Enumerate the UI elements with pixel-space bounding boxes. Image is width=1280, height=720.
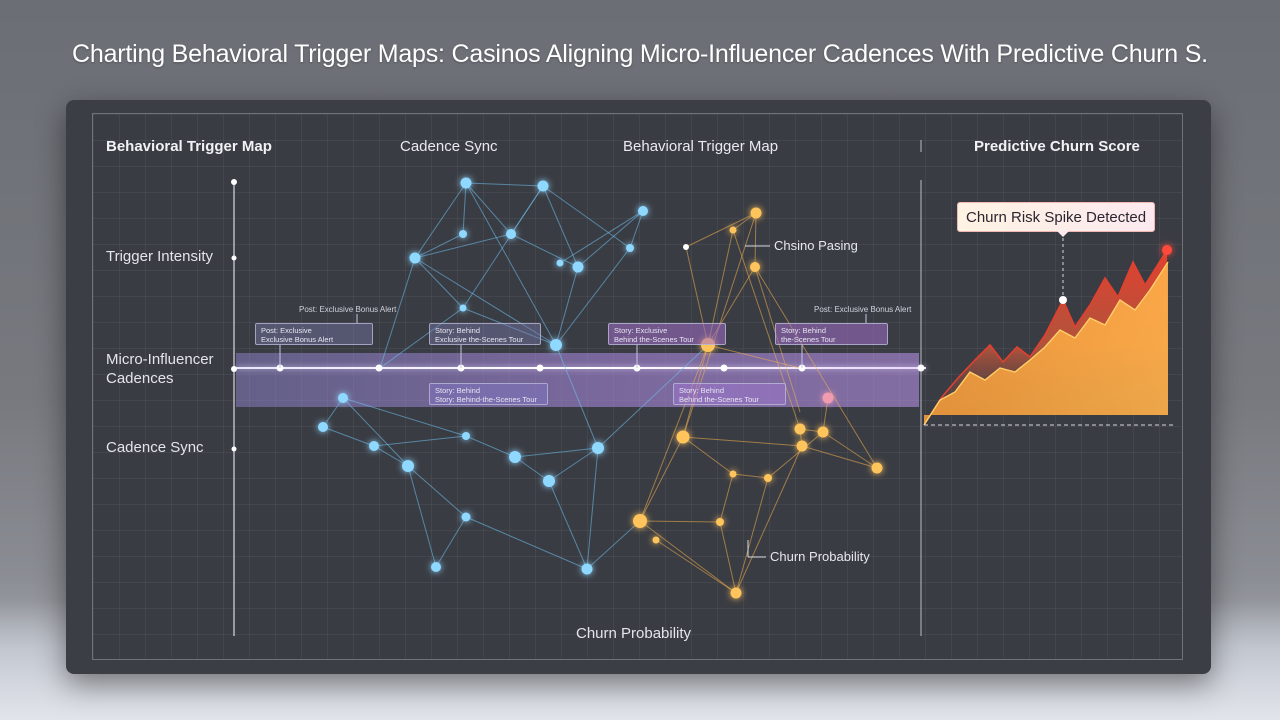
blue-node (402, 460, 414, 472)
orange-nodes (633, 207, 883, 599)
page-title: Charting Behavioral Trigger Maps: Casino… (72, 40, 1208, 68)
note-story-behind-2: Story: Behind the-Scenes Tour (775, 323, 888, 345)
orange-node (652, 536, 660, 544)
churn-risk-callout-tip (1057, 231, 1069, 237)
white-node (683, 244, 689, 250)
label-micro-influencer: Micro-Influencer (106, 351, 214, 368)
orange-node (729, 470, 737, 478)
blue-nodes (318, 177, 648, 575)
blue-node (592, 442, 604, 454)
blue-node (462, 432, 470, 440)
blue-node (506, 229, 516, 239)
label-casino-pacing: Chsino Pasing (774, 238, 858, 253)
blue-node (572, 261, 584, 273)
header-predictive-churn-score: Predictive Churn Score (974, 138, 1140, 155)
blue-node (556, 259, 564, 267)
axis-dot-top (231, 179, 237, 185)
churn-line-red (923, 249, 1168, 426)
label-cadence-sync: Cadence Sync (106, 439, 204, 456)
blue-node (537, 180, 549, 192)
orange-node (796, 440, 808, 452)
orange-node (750, 207, 762, 219)
blue-node (431, 562, 441, 572)
blue-node (459, 230, 467, 238)
orange-node (764, 474, 772, 482)
churn-score-chart (923, 238, 1175, 426)
blue-node (638, 206, 648, 216)
blue-node (581, 563, 593, 575)
blue-edges (322, 182, 709, 570)
blue-node (509, 451, 521, 463)
label-cadences: Cadences (106, 370, 174, 387)
axis-dot-trigger (231, 255, 237, 261)
note-story-exclusive: Story: Exclusive Behind the-Scenes Tour (608, 323, 726, 345)
note-post-exclusive: Post: Exclusive Exclusive Bonus Alert (255, 323, 373, 345)
cadence-timeline-line (236, 367, 926, 369)
spike-marker (1059, 296, 1067, 304)
churn-risk-callout: Churn Risk Spike Detected (957, 202, 1156, 232)
churn-line-orange (923, 261, 1169, 426)
header-behavioral-trigger-map-left: Behavioral Trigger Map (106, 138, 272, 155)
churn-peak-marker (1162, 245, 1172, 255)
blue-node (626, 244, 634, 252)
orange-node (729, 226, 737, 234)
orange-node (871, 462, 883, 474)
blue-node (461, 512, 471, 522)
label-churn-probability-bottom: Churn Probability (576, 625, 692, 642)
note-story-behind-3: Story: Behind Story: Behind-the-Scenes T… (429, 383, 548, 405)
label-trigger-intensity: Trigger Intensity (106, 248, 213, 265)
orange-node (730, 587, 742, 599)
blue-node (369, 441, 379, 451)
orange-node (633, 514, 647, 528)
timeline-dots (276, 364, 925, 372)
note-story-behind-1: Story: Behind Exclusive the-Scenes Tour (429, 323, 541, 345)
label-churn-probability: Churn Probability (770, 549, 870, 564)
orange-node (817, 426, 829, 438)
orange-node (676, 430, 690, 444)
pink-node (822, 392, 834, 404)
note-connectors (279, 314, 867, 368)
blue-node (550, 339, 562, 351)
orange-node (794, 423, 806, 435)
orange-node (716, 518, 724, 526)
axis-dot-cadence (231, 446, 237, 452)
header-cadence-sync: Cadence Sync (400, 138, 498, 155)
churn-area-orange (924, 262, 1168, 425)
blue-node (409, 252, 421, 264)
note-story-behind-4: Story: Behind Behind the-Scenes Tour (673, 383, 786, 405)
blue-node (338, 393, 348, 403)
blue-node (318, 422, 328, 432)
blue-node (543, 475, 555, 487)
orange-node (750, 262, 760, 272)
blue-node (459, 304, 467, 312)
blue-node (460, 177, 472, 189)
micro-label-post-left: Post: Exclusive Bonus Alert (299, 305, 397, 314)
header-behavioral-trigger-map-center: Behavioral Trigger Map (623, 138, 779, 155)
axis-dot-micro (231, 366, 237, 372)
micro-label-post-right: Post: Exclusive Bonus Alert (814, 305, 912, 314)
